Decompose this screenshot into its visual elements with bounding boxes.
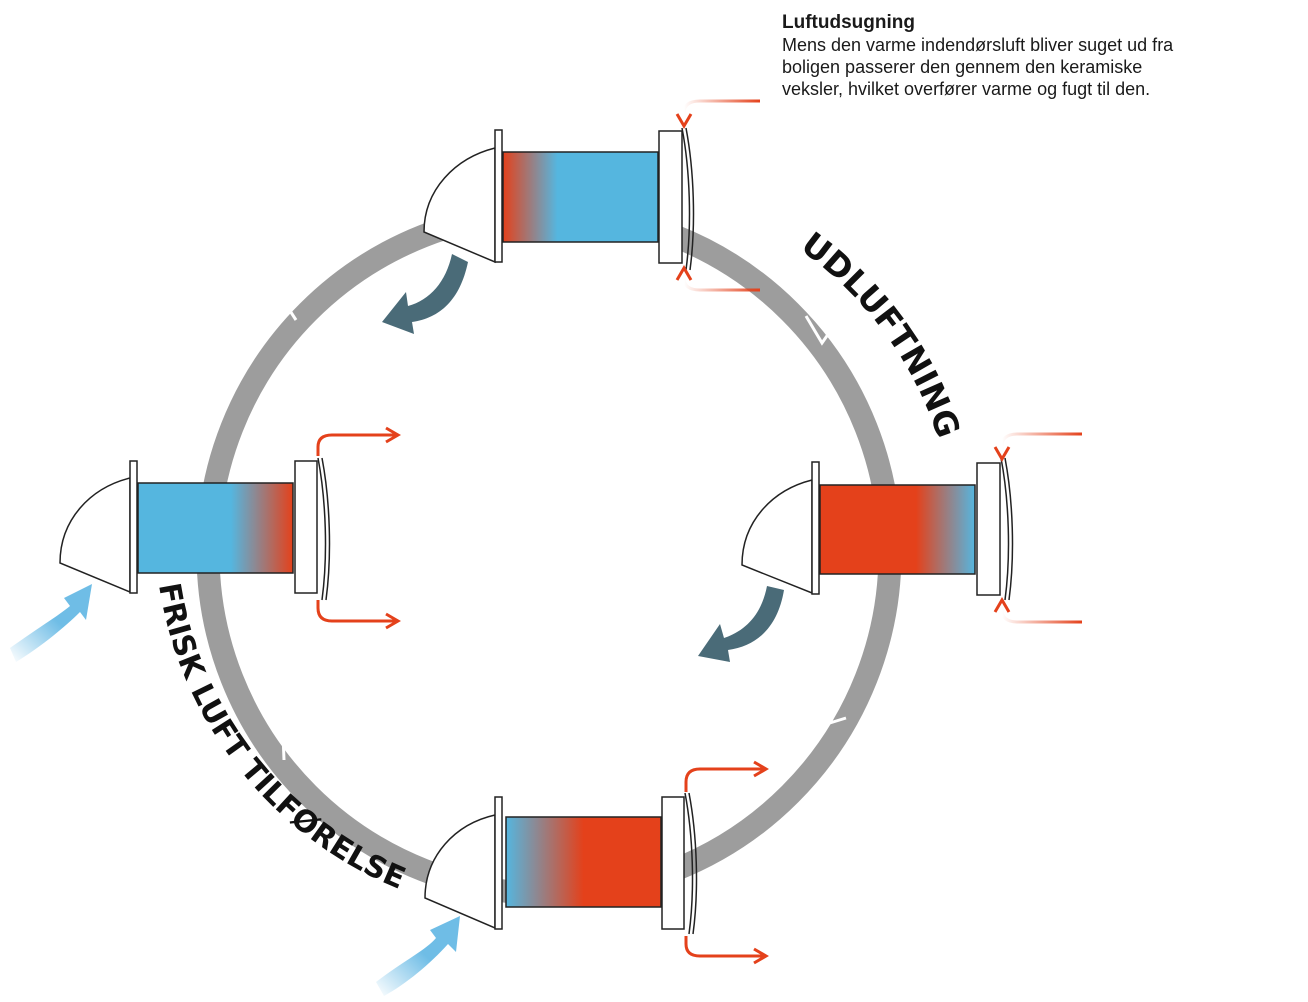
unit-top-flange	[494, 129, 503, 263]
supply-label: FRISK LUFT TILFØRELSE	[151, 580, 410, 896]
ring-arrow-lower-right	[817, 697, 847, 729]
ring-arrow-upper-right	[804, 315, 840, 346]
ventilation-unit-right	[741, 457, 1014, 601]
unit-left-outer-cover	[321, 457, 331, 601]
caption-title: Luftudsugning	[782, 12, 915, 33]
caption-line-1: Mens den varme indendørsluft bliver suge…	[782, 35, 1174, 55]
unit-bottom-inner-cover	[661, 796, 685, 930]
unit-right-hood	[741, 479, 813, 595]
unit-top-exchanger	[502, 151, 659, 243]
warm-air-outflow-left	[316, 426, 401, 630]
ring-arrow-upper-left	[260, 297, 298, 325]
unit-left-hood	[59, 477, 131, 594]
warm-air-inflow-right	[993, 432, 1082, 624]
unit-bottom-flange	[494, 796, 503, 930]
exhaust-flow-arrow-right	[698, 586, 784, 662]
warm-air-inflow-top	[675, 99, 760, 292]
unit-right-outer-cover	[1004, 457, 1014, 601]
warm-air-outflow-bottom	[684, 760, 769, 965]
unit-right-inner-cover	[976, 462, 1001, 596]
unit-left-inner-cover	[294, 460, 318, 594]
ring-direction-arrows	[260, 297, 847, 761]
fresh-air-flow-arrow-bottom	[376, 916, 460, 996]
exhaust-flow-arrow-top	[382, 254, 468, 334]
caption-box: Luftudsugning Mens den varme indendørslu…	[782, 12, 1302, 100]
ring-arrow-lower-left	[281, 731, 307, 761]
caption-line-2: boligen passerer den gennem den keramisk…	[782, 57, 1143, 77]
unit-right-flange	[811, 461, 820, 595]
ventilation-unit-left	[59, 457, 331, 601]
unit-top-outer-cover	[685, 127, 695, 271]
caption-line-3: veksler, hvilket overfører varme og fugt…	[782, 79, 1151, 99]
unit-bottom-exchanger	[505, 816, 662, 908]
unit-bottom-outer-cover	[688, 792, 698, 935]
ventilation-unit-top	[423, 127, 695, 271]
unit-top-inner-cover	[658, 130, 683, 264]
unit-left-exchanger	[137, 482, 294, 574]
unit-top-hood	[423, 147, 496, 264]
fresh-air-flow-arrow-left	[10, 584, 92, 662]
unit-bottom-hood	[424, 814, 496, 930]
unit-left-flange	[129, 460, 138, 594]
unit-right-exchanger	[819, 484, 976, 575]
ventilation-unit-bottom	[424, 792, 698, 935]
